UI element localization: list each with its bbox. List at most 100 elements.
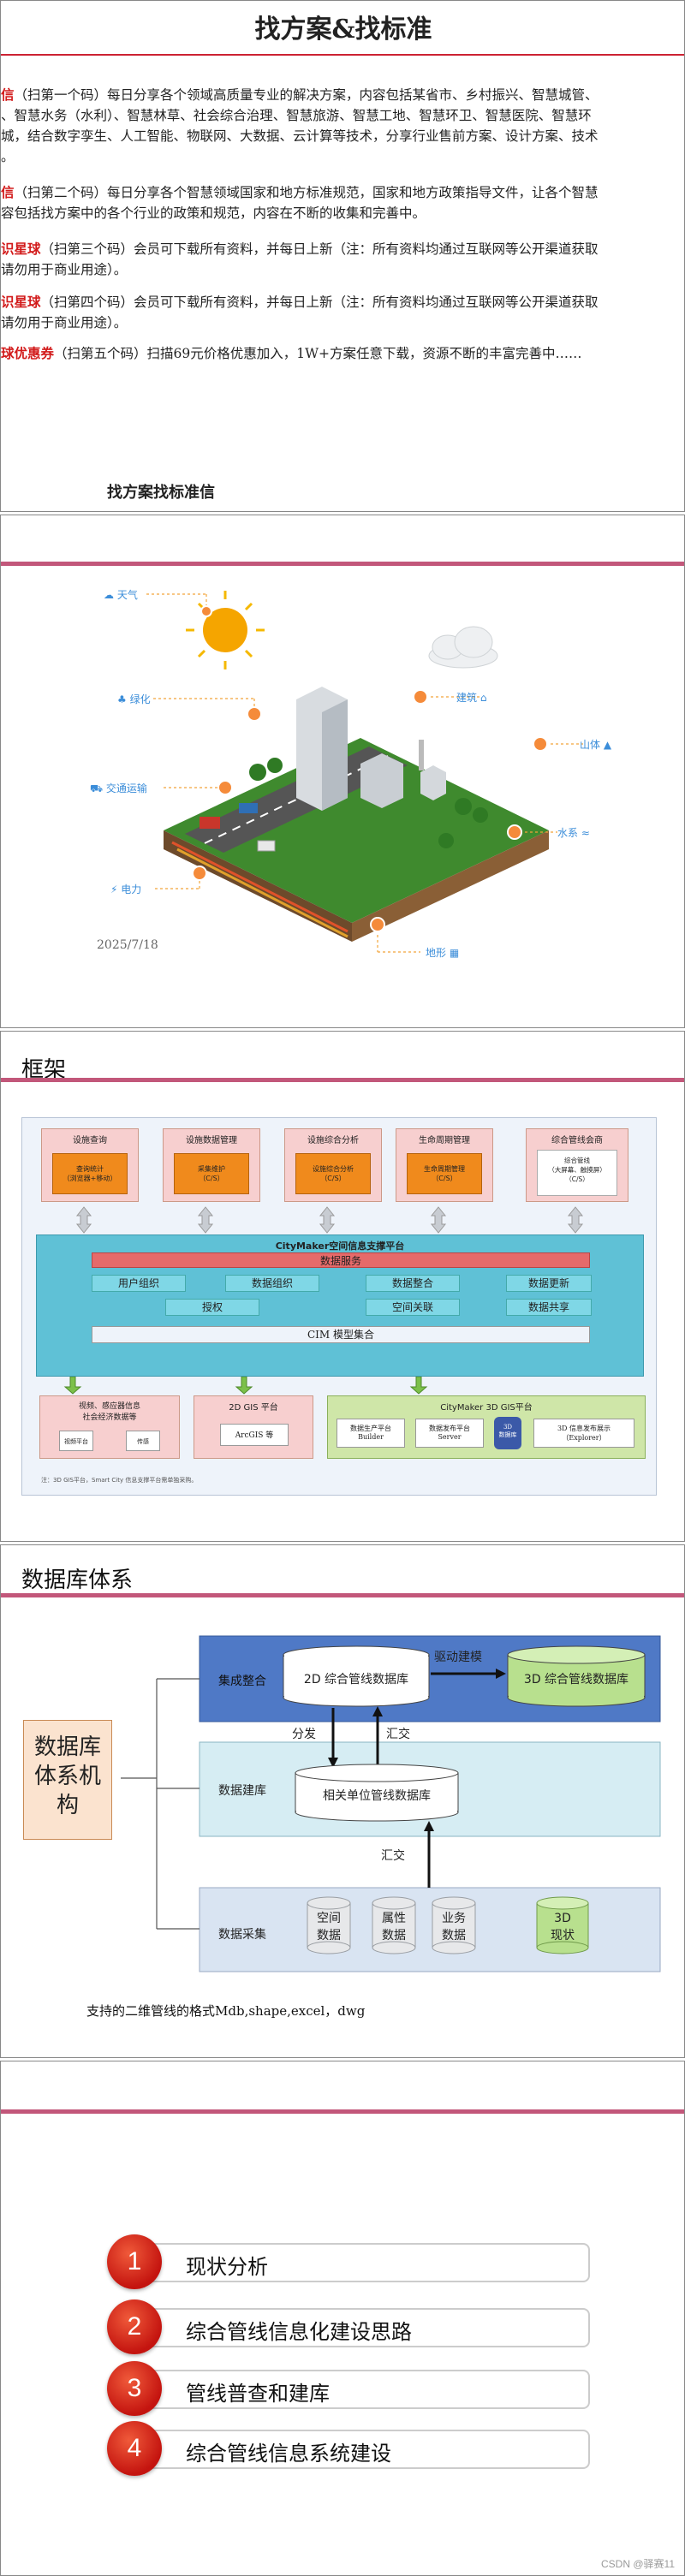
agenda-item-1: 现状分析 1 bbox=[107, 2234, 590, 2289]
slide-framework: 框架 设施查询 查询统计 （浏览器+移动） 设施数据管理 采集维护 （C/S） … bbox=[0, 1031, 685, 1542]
agenda-number-badge: 4 bbox=[107, 2421, 162, 2476]
marker-traffic bbox=[217, 780, 233, 795]
framework-diagram: 设施查询 查询统计 （浏览器+移动） 设施数据管理 采集维护 （C/S） 设施综… bbox=[21, 1117, 657, 1496]
label-biz-data: 业务 数据 bbox=[442, 1912, 466, 1942]
bottom-box-sensors: 视频、感应器信息 社会经济数据等 视频平台 传感 bbox=[39, 1395, 180, 1459]
bottom-box-2dgis: 2D GIS 平台 ArcGIS 等 bbox=[194, 1395, 313, 1459]
slide-date: 2025/7/18 bbox=[97, 938, 158, 952]
power-small-icon: ⚡ bbox=[110, 883, 122, 895]
agenda-item-4: 综合管线信息系统建设 4 bbox=[107, 2421, 590, 2476]
marker-terrain bbox=[370, 917, 385, 932]
paragraph-4-highlight: 识星球 bbox=[1, 294, 41, 310]
label-attr-data: 属性 数据 bbox=[382, 1912, 406, 1942]
paragraph-4-line-2: 请勿用于商业用途）。 bbox=[1, 315, 128, 330]
cell-data-share: 数据共享 bbox=[506, 1299, 592, 1316]
tree-small-icon: ♣ bbox=[117, 693, 130, 705]
cell-data-update: 数据更新 bbox=[506, 1275, 592, 1292]
label-collect: 数据采集 bbox=[218, 1928, 266, 1942]
label-db-unit: 相关单位管线数据库 bbox=[323, 1789, 431, 1803]
pipe-red bbox=[171, 841, 348, 933]
label-space-data: 空间 数据 bbox=[317, 1912, 341, 1942]
page-title: 找方案&找标准 bbox=[254, 15, 432, 45]
paragraph-5-highlight: 球优惠券 bbox=[1, 345, 55, 361]
cell-spatial-link: 空间关联 bbox=[366, 1299, 460, 1316]
agenda-pill bbox=[133, 2308, 590, 2347]
truck-white-icon bbox=[257, 840, 276, 852]
label-merge-2: 汇交 bbox=[381, 1849, 405, 1863]
agenda-item-2: 综合管线信息化建设思路 2 bbox=[107, 2299, 590, 2354]
db-3d-icon: 3D 数据库 bbox=[494, 1417, 521, 1449]
database-system-box: 数据库 体系机 构 bbox=[23, 1720, 112, 1840]
section-title: 数据库体系 bbox=[21, 1568, 134, 1593]
paragraph-2-highlight: 信 bbox=[1, 184, 15, 200]
cylinders-data bbox=[307, 1896, 476, 1954]
agenda-label: 管线普查和建库 bbox=[186, 2382, 330, 2406]
marker-water bbox=[507, 824, 522, 840]
top-box-4: 生命周期管理 生命周期管理 （C/S） bbox=[396, 1128, 493, 1202]
label-drive: 驱动建模 bbox=[434, 1651, 482, 1664]
chimney bbox=[419, 740, 424, 770]
paragraph-3-line-2: 请勿用于商业用途）。 bbox=[1, 262, 128, 277]
platform-block: CityMaker空间信息支撑平台 数据服务 用户组织 数据组织 数据整合 数据… bbox=[36, 1234, 644, 1377]
top-box-1: 设施查询 查询统计 （浏览器+移动） bbox=[41, 1128, 139, 1202]
db-unit-cylinder bbox=[295, 1764, 459, 1822]
label-split: 分发 bbox=[292, 1728, 316, 1741]
paragraph-2-line-1: 信（扫第二个码）每日分享各个智慧领域国家和地方标准规范，国家和地方政策指导文件，… bbox=[1, 184, 599, 200]
label-terrain: 地形 ▦ bbox=[426, 947, 460, 959]
footer-text: 找方案找标准信 bbox=[107, 484, 215, 501]
cell-data-org: 数据组织 bbox=[225, 1275, 319, 1292]
slide-city-illustration: ☁ 天气 ♣ 绿化 ⛟ 交通运输 ⚡ 电力 建筑 ⌂ 山体 ▲ 水系 ≈ 地形 … bbox=[0, 515, 685, 1028]
agenda-pill bbox=[133, 2370, 590, 2409]
cylinder-3d-status bbox=[536, 1896, 589, 1954]
accent-bar bbox=[1, 2109, 684, 2114]
cell-user-org: 用户组织 bbox=[92, 1275, 186, 1292]
paragraph-3-line-1: 识星球（扫第三个码）会员可下载所有资料，并每日上新（注：所有资料均通过互联网等公… bbox=[1, 241, 599, 257]
data-service-bar: 数据服务 bbox=[92, 1252, 590, 1268]
house-small-icon: ⌂ bbox=[477, 692, 487, 704]
paragraph-1-line-1: 信（扫第一个码）每日分享各个领域高质量专业的解决方案，内容包括某省市、乡村振兴、… bbox=[1, 86, 599, 103]
accent-bar bbox=[1, 1593, 684, 1597]
city-scene-illustration bbox=[146, 591, 583, 953]
marker-building bbox=[413, 689, 428, 705]
label-3d-status: 3D 现状 bbox=[551, 1912, 575, 1942]
framework-arrows bbox=[63, 1206, 584, 1395]
road bbox=[185, 747, 408, 853]
truck-red-icon bbox=[200, 817, 220, 829]
slide-agenda: 现状分析 1 综合管线信息化建设思路 2 管线普查和建库 3 综合管线信息系统建… bbox=[0, 2061, 685, 2576]
platform-title: CityMaker空间信息支撑平台 bbox=[275, 1240, 405, 1252]
agenda-number-badge: 1 bbox=[107, 2234, 162, 2289]
label-building: 建筑 ⌂ bbox=[456, 692, 487, 704]
marker-green bbox=[247, 706, 262, 722]
label-traffic: ⛟ 交通运输 bbox=[90, 782, 147, 794]
ground-top bbox=[164, 738, 549, 923]
label-mountain: 山体 ▲ bbox=[580, 739, 612, 751]
cell-data-merge: 数据整合 bbox=[366, 1275, 460, 1292]
format-caption: 支持的二维管线的格式Mdb,shape,excel，dwg bbox=[86, 2003, 366, 2019]
title-divider bbox=[1, 54, 684, 56]
label-integration: 集成整合 bbox=[218, 1675, 266, 1688]
truck-blue-icon bbox=[239, 803, 258, 813]
trees-icon bbox=[249, 758, 488, 848]
label-water: 水系 ≈ bbox=[557, 827, 590, 839]
agenda-label: 现状分析 bbox=[186, 2255, 268, 2279]
agenda-number-badge: 2 bbox=[107, 2299, 162, 2354]
chart-small-icon: ▦ bbox=[446, 947, 460, 959]
paragraph-1-line-2: 、智慧水务（水利）、智慧林草、社会综合治理、智慧旅游、智慧工地、智慧环卫、智慧医… bbox=[1, 108, 592, 123]
car-small-icon: ⛟ bbox=[90, 782, 106, 794]
framework-note: 注：3D GIS平台，Smart City 信息支撑平台需单独采购。 bbox=[41, 1477, 198, 1484]
building-small-1 bbox=[360, 753, 403, 808]
label-weather: ☁ 天气 bbox=[104, 589, 138, 601]
marker-power bbox=[192, 866, 207, 881]
label-build: 数据建库 bbox=[218, 1784, 266, 1798]
agenda-label: 综合管线信息系统建设 bbox=[186, 2442, 391, 2466]
top-box-5: 综合管线会商 综合管线 （大屏幕、触摸屏） （C/S） bbox=[526, 1128, 628, 1202]
paragraph-3-highlight: 识星球 bbox=[1, 241, 41, 257]
band-collect bbox=[199, 1887, 661, 1972]
top-box-2: 设施数据管理 采集维护 （C/S） bbox=[163, 1128, 260, 1202]
mountain-small-icon: ▲ bbox=[600, 739, 612, 751]
paragraph-5-line-1: 球优惠券（扫第五个码）扫描69元价格优惠加入，1W+方案任意下载，资源不断的丰富… bbox=[1, 345, 582, 361]
paragraph-1-line-4: 。 bbox=[1, 149, 15, 164]
label-db-2d: 2D 综合管线数据库 bbox=[303, 1673, 409, 1687]
label-green: ♣ 绿化 bbox=[117, 693, 151, 705]
paragraph-4-line-1: 识星球（扫第四个码）会员可下载所有资料，并每日上新（注：所有资料均通过互联网等公… bbox=[1, 294, 599, 310]
